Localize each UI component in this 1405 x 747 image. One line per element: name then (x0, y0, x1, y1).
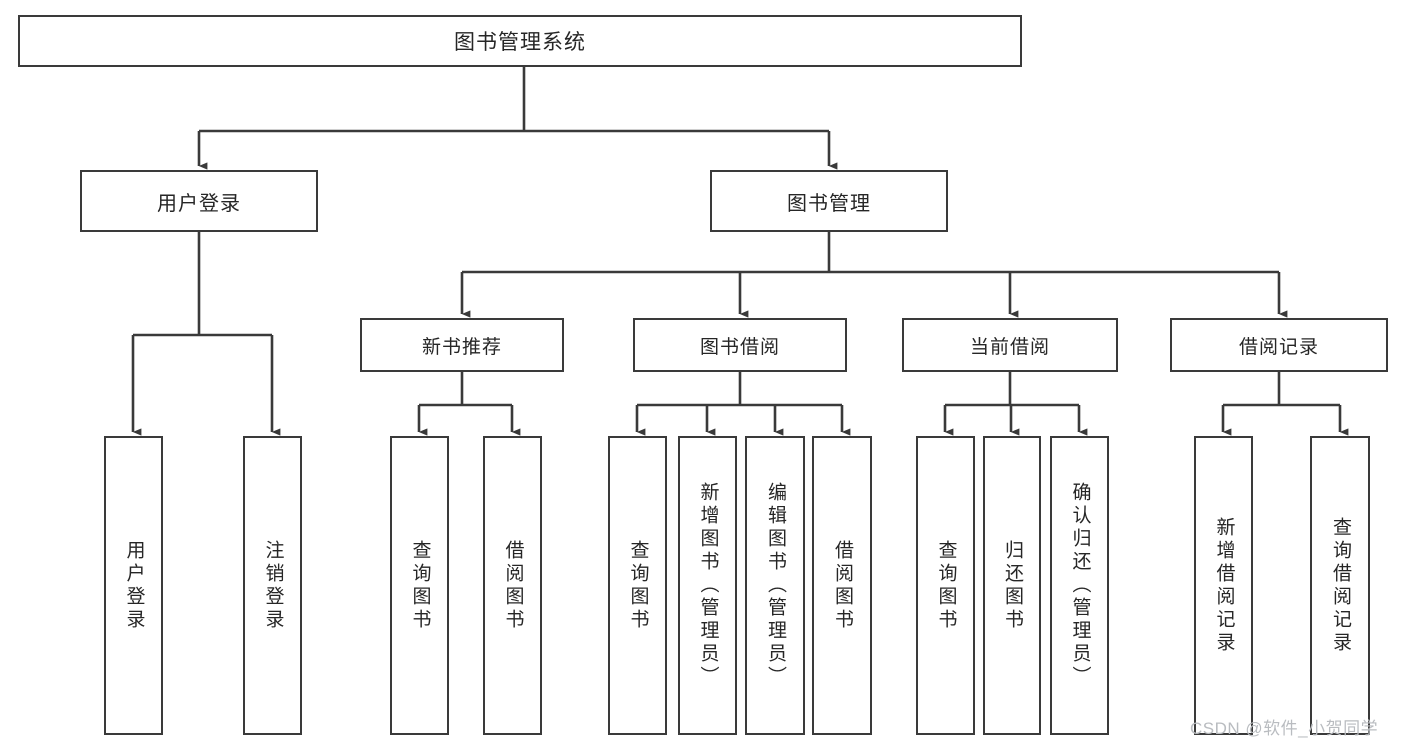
leaf-logout[interactable]: 注销登录 (243, 436, 302, 735)
node-new-book-recommend[interactable]: 新书推荐 (360, 318, 564, 372)
node-label: 查询图书 (935, 539, 957, 632)
node-label: 借阅图书 (502, 539, 524, 632)
node-book-management[interactable]: 图书管理 (710, 170, 948, 232)
node-label: 新增图书（管理员） (697, 482, 719, 689)
node-label: 查询借阅记录 (1329, 516, 1351, 655)
leaf-return-book[interactable]: 归还图书 (983, 436, 1041, 735)
leaf-add-book-admin[interactable]: 新增图书（管理员） (678, 436, 737, 735)
node-label: 借阅图书 (831, 539, 853, 632)
leaf-query-book-current[interactable]: 查询图书 (916, 436, 975, 735)
node-label: 注销登录 (262, 539, 284, 632)
node-label: 用户登录 (123, 539, 145, 632)
node-label: 确认归还（管理员） (1069, 482, 1091, 689)
node-label: 新增借阅记录 (1213, 516, 1235, 655)
leaf-borrow-book[interactable]: 借阅图书 (812, 436, 872, 735)
leaf-query-book-borrow[interactable]: 查询图书 (608, 436, 667, 735)
leaf-borrow-book-recommend[interactable]: 借阅图书 (483, 436, 542, 735)
node-label: 图书管理 (787, 192, 871, 215)
node-label: 图书管理系统 (454, 31, 586, 54)
node-label: 查询图书 (627, 539, 649, 632)
node-label: 用户登录 (157, 192, 241, 215)
node-label: 编辑图书（管理员） (764, 482, 786, 689)
node-label: 借阅记录 (1238, 336, 1319, 358)
node-user-login[interactable]: 用户登录 (80, 170, 318, 232)
node-label: 新书推荐 (421, 336, 502, 358)
node-label: 当前借阅 (969, 336, 1050, 358)
leaf-add-borrow-record[interactable]: 新增借阅记录 (1194, 436, 1253, 735)
leaf-query-book-recommend[interactable]: 查询图书 (390, 436, 449, 735)
leaf-query-borrow-record[interactable]: 查询借阅记录 (1310, 436, 1370, 735)
leaf-confirm-return-admin[interactable]: 确认归还（管理员） (1050, 436, 1109, 735)
node-label: 归还图书 (1001, 539, 1023, 632)
node-label: 查询图书 (409, 539, 431, 632)
node-label: 图书借阅 (699, 336, 780, 358)
node-borrow-record[interactable]: 借阅记录 (1170, 318, 1388, 372)
node-current-borrow[interactable]: 当前借阅 (902, 318, 1118, 372)
leaf-user-login[interactable]: 用户登录 (104, 436, 163, 735)
leaf-edit-book-admin[interactable]: 编辑图书（管理员） (745, 436, 805, 735)
node-root-system[interactable]: 图书管理系统 (18, 15, 1022, 67)
watermark-text: CSDN @软件_小贺同学 (1190, 719, 1379, 738)
node-book-borrow[interactable]: 图书借阅 (633, 318, 847, 372)
